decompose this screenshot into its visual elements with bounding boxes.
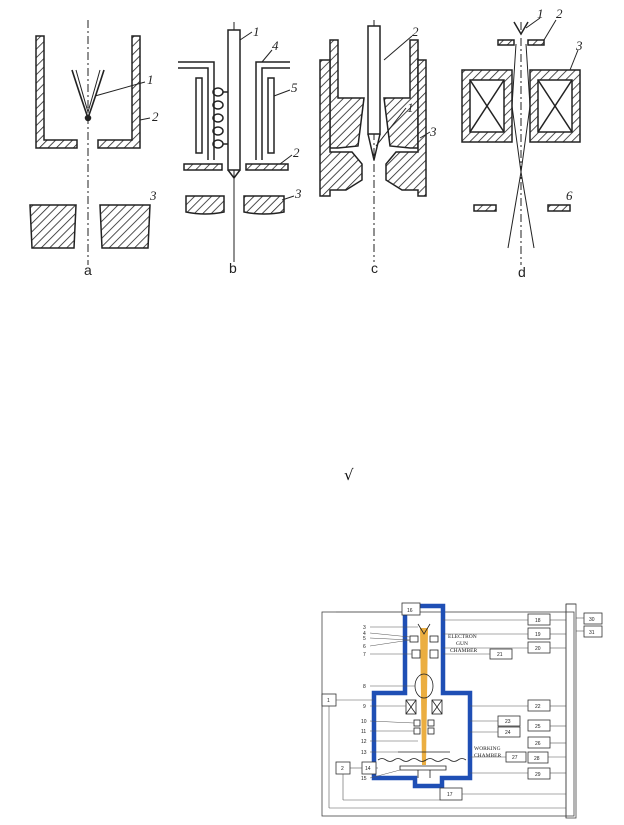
box-17-label: 17 bbox=[447, 792, 453, 798]
callout-a-1: 1 bbox=[147, 72, 154, 87]
box-31 bbox=[583, 625, 603, 638]
box-18 bbox=[527, 613, 551, 626]
label-10: 10 bbox=[361, 719, 367, 725]
box-16 bbox=[401, 602, 421, 616]
box-1-label: 1 bbox=[327, 698, 330, 704]
anode-c-right bbox=[385, 59, 427, 197]
work-caption-1: WORKING bbox=[474, 746, 501, 752]
gun-caption-3: CHAMBER bbox=[450, 648, 478, 654]
box-29 bbox=[527, 767, 551, 780]
box-18-label: 18 bbox=[535, 618, 541, 624]
box-22 bbox=[527, 699, 551, 712]
box-21-label: 21 bbox=[497, 652, 503, 658]
callout-d-6: 6 bbox=[566, 188, 573, 203]
grid-d-left bbox=[497, 39, 515, 46]
cabinet-bar bbox=[565, 603, 577, 819]
sublabel-a: a bbox=[84, 262, 92, 278]
cathode-c bbox=[367, 25, 381, 135]
panel-c bbox=[319, 20, 431, 262]
panel-d bbox=[461, 17, 581, 265]
aperture-right bbox=[547, 204, 571, 212]
box-23-label: 23 bbox=[505, 719, 511, 725]
label-15: 15 bbox=[361, 776, 367, 782]
label-6: 6 bbox=[363, 644, 366, 650]
callout-b-4: 4 bbox=[272, 38, 279, 53]
anode-b-left bbox=[185, 195, 225, 215]
box-28 bbox=[527, 751, 549, 764]
sublabel-c: c bbox=[371, 260, 378, 276]
callout-b-3: 3 bbox=[294, 186, 302, 201]
anode-right bbox=[99, 204, 151, 249]
box-19-label: 19 bbox=[535, 632, 541, 638]
panel-a bbox=[29, 20, 151, 265]
callout-c-3: 3 bbox=[429, 124, 437, 139]
heater-right bbox=[255, 61, 290, 160]
box-25 bbox=[527, 719, 551, 732]
heater-left bbox=[178, 61, 215, 160]
box-22-label: 22 bbox=[535, 704, 541, 710]
callout-d-1: 1 bbox=[537, 6, 544, 21]
work-caption-2: CHAMBER bbox=[474, 753, 502, 759]
box-24-label: 24 bbox=[505, 730, 511, 736]
box-2-label: 2 bbox=[341, 766, 344, 772]
callout-a-3: 3 bbox=[149, 188, 157, 203]
callout-d-2: 2 bbox=[556, 6, 563, 21]
label-4: 4 bbox=[363, 631, 366, 637]
anode-c-left bbox=[319, 59, 363, 197]
callout-b-2: 2 bbox=[293, 145, 300, 160]
callout-b-5: 5 bbox=[291, 80, 298, 95]
callout-a-2: 2 bbox=[152, 109, 159, 124]
focus-left bbox=[329, 39, 365, 149]
aperture-left bbox=[473, 204, 497, 212]
label-3: 3 bbox=[363, 625, 366, 631]
box-27-label: 27 bbox=[512, 755, 518, 761]
callout-c-1: 1 bbox=[407, 100, 414, 115]
grid-d-right bbox=[527, 39, 545, 46]
box-26 bbox=[527, 736, 551, 749]
cathode-d bbox=[513, 21, 529, 36]
box-16-label: 16 bbox=[407, 608, 413, 614]
box-14-label: 14 bbox=[365, 766, 371, 772]
box-20 bbox=[527, 641, 551, 654]
box-29-label: 29 bbox=[535, 772, 541, 778]
box-31-label: 31 bbox=[589, 630, 595, 636]
label-11: 11 bbox=[361, 729, 366, 735]
callout-c-2: 2 bbox=[412, 24, 419, 39]
outer-wiring-frame bbox=[321, 611, 575, 817]
ebeam-schematic: 3 4 5 6 7 8 9 10 11 12 13 14 15 16 1 2 1… bbox=[321, 602, 603, 819]
box-28-label: 28 bbox=[534, 756, 540, 762]
gun-caption-1: ELECTRON bbox=[448, 634, 477, 640]
label-12: 12 bbox=[361, 739, 367, 745]
callout-d-3: 3 bbox=[575, 38, 583, 53]
cathode-rod bbox=[227, 29, 241, 171]
wehnelt-left bbox=[35, 35, 78, 149]
box-20-label: 20 bbox=[535, 646, 541, 652]
box-26-label: 26 bbox=[535, 741, 541, 747]
grid-left bbox=[183, 163, 223, 171]
label-13: 13 bbox=[361, 750, 367, 756]
focus-right bbox=[383, 39, 419, 149]
sqrt-symbol: √ bbox=[344, 466, 354, 484]
panel-b bbox=[178, 22, 295, 262]
box-30-label: 30 bbox=[589, 617, 595, 623]
sublabel-d: d bbox=[518, 264, 526, 280]
box-25-label: 25 bbox=[535, 724, 541, 730]
chamber-outline bbox=[371, 603, 473, 789]
label-5: 5 bbox=[363, 636, 366, 642]
box-19 bbox=[527, 627, 551, 640]
label-8: 8 bbox=[363, 684, 366, 690]
sublabel-b: b bbox=[229, 260, 237, 276]
coil bbox=[212, 87, 228, 149]
label-7: 7 bbox=[363, 652, 366, 658]
gun-caption-2: GUN bbox=[456, 641, 468, 647]
anode-b-right bbox=[243, 195, 285, 215]
electron-beam bbox=[420, 628, 428, 765]
box-30 bbox=[583, 612, 603, 625]
anode-left bbox=[29, 204, 77, 249]
grid-right bbox=[245, 163, 289, 171]
label-9: 9 bbox=[363, 704, 366, 710]
callout-b-1: 1 bbox=[253, 24, 260, 39]
wehnelt-right bbox=[97, 35, 141, 149]
